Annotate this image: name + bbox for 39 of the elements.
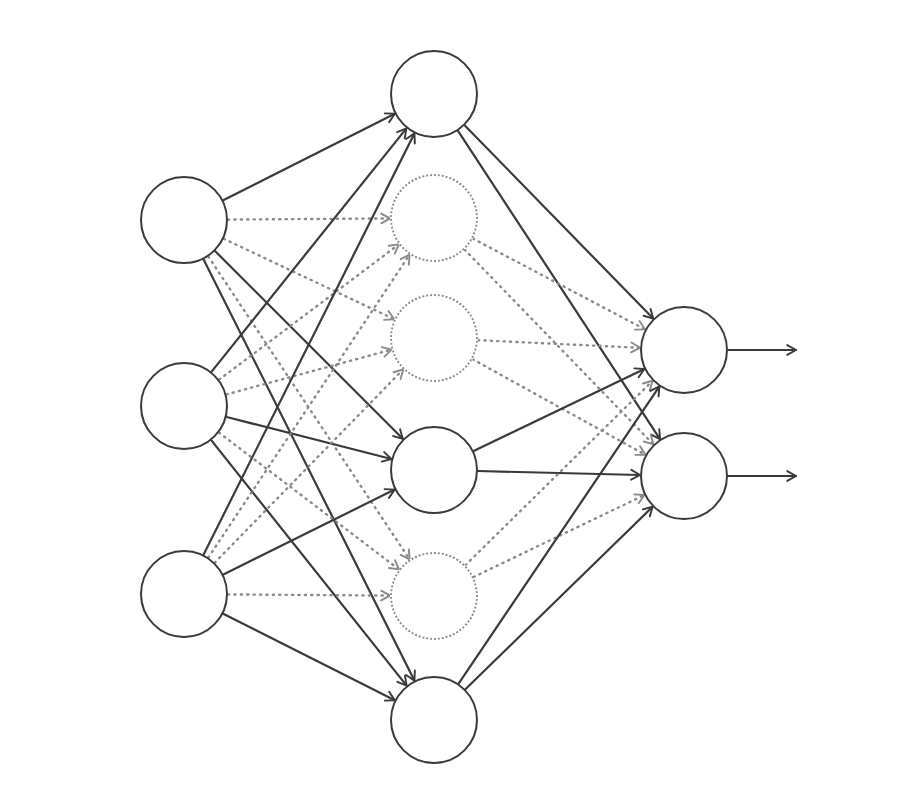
dotted-arrow [463,248,655,446]
neuron-circle [640,306,728,394]
arrow [214,250,404,440]
arrow [463,124,655,320]
dotted-arrow [471,237,647,331]
dotted-arrow [213,368,405,564]
arrow [222,612,396,702]
arrow [726,344,798,356]
neuron-circle [140,550,228,638]
dotted-arrow [222,237,396,321]
neuron-circle [140,176,228,264]
dotted-arrow [218,243,400,381]
dotted-arrow [464,379,654,567]
dropped-neuron-circle [390,552,478,640]
neuron-circle [390,50,478,138]
arrow [457,385,661,685]
arrow [210,439,408,687]
dotted-arrow [472,493,646,579]
arrow [222,112,396,202]
arrow [476,468,642,481]
neuron-circle [390,426,478,514]
arrow [225,415,393,463]
arrow [464,505,654,691]
arrow [202,132,416,556]
neuron-circle [140,362,228,450]
dotted-arrow [476,339,642,354]
arrow [726,470,798,482]
dropped-neuron-circle [390,174,478,262]
dotted-arrow [225,346,393,396]
arrow [202,258,416,682]
arrow [456,129,662,441]
dropped-neuron-circle [390,294,478,382]
dotted-arrow [217,431,401,571]
dotted-arrow [226,212,392,225]
neuron-circle [640,432,728,520]
arrow [210,127,408,373]
neuron-circle [390,676,478,764]
arrow [222,488,396,576]
dotted-arrow [226,589,392,602]
